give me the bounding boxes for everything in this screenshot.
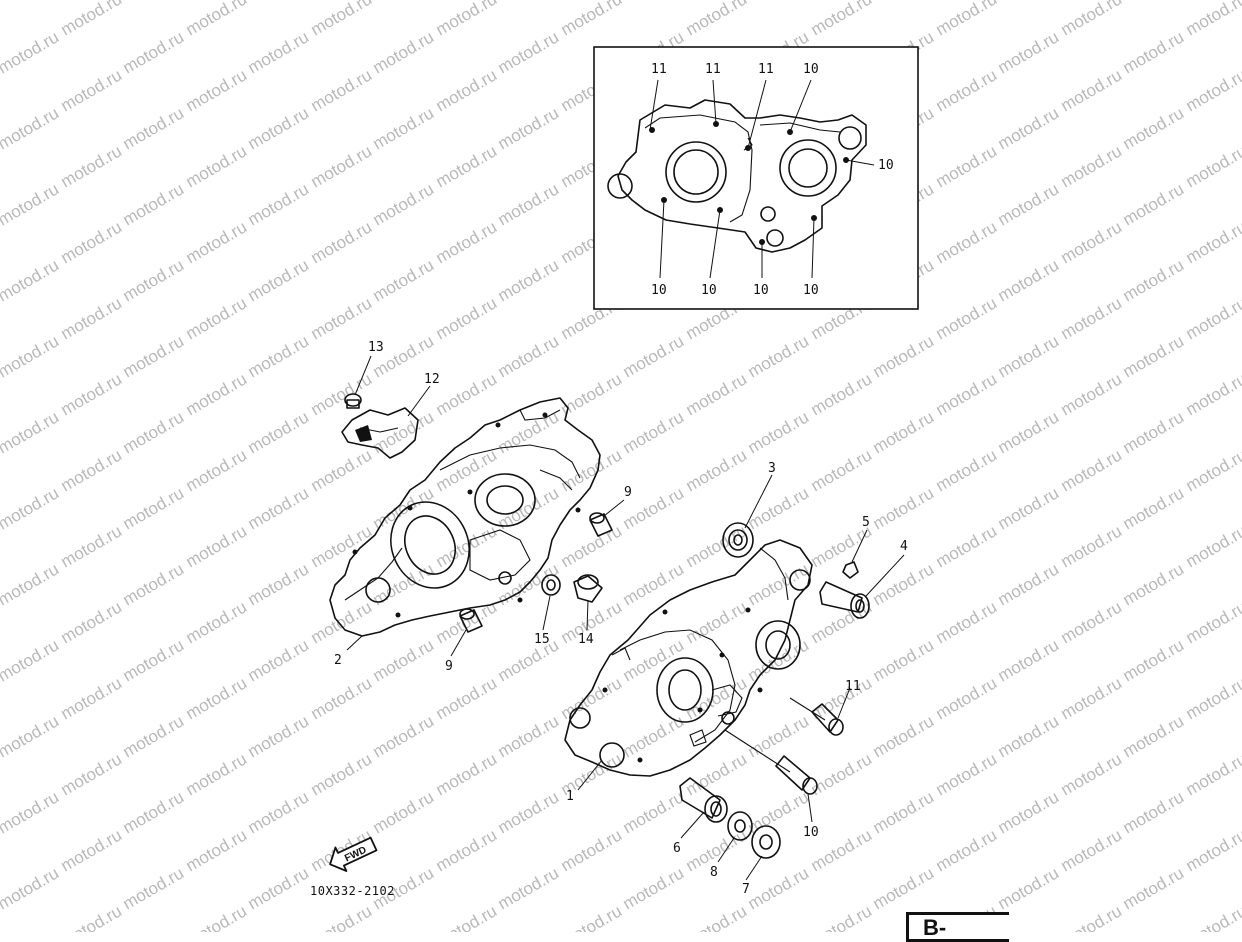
clip-part-5 <box>843 562 858 578</box>
dowel-part-9-lower <box>460 609 482 632</box>
callout-14: 14 <box>578 632 594 647</box>
forward-arrow-icon: FWD <box>325 832 379 876</box>
callout-12: 12 <box>424 372 440 387</box>
inset-callout-10-b4: 10 <box>803 283 819 298</box>
callout-8: 8 <box>710 865 718 880</box>
callout-4: 4 <box>900 539 908 554</box>
inset-callout-10-top: 10 <box>803 62 819 77</box>
page-badge-text: B- <box>923 915 946 941</box>
callout-1: 1 <box>566 789 574 804</box>
inset-callout-10-b1: 10 <box>651 283 667 298</box>
bearing-part-3 <box>723 523 753 557</box>
bolt-part-11 <box>790 698 843 735</box>
inset-callout-10-b2: 10 <box>701 283 717 298</box>
callout-5: 5 <box>862 515 870 530</box>
bolt-part-10 <box>725 730 817 794</box>
callout-9-lower: 9 <box>445 659 453 674</box>
callout-6: 6 <box>673 841 681 856</box>
inset-detail: 11 11 11 10 10 10 10 10 10 <box>594 47 918 309</box>
washer-part-7 <box>752 826 780 858</box>
washer-part-15 <box>542 575 560 595</box>
crankcase-left-part-2 <box>330 398 600 636</box>
inset-callout-10-right: 10 <box>878 158 894 173</box>
collar-part-6 <box>680 778 727 822</box>
leader-lines <box>347 356 904 880</box>
inset-callout-11-c: 11 <box>758 62 774 77</box>
bracket-part-12 <box>342 408 418 458</box>
callout-11: 11 <box>845 679 861 694</box>
inset-callout-11-b: 11 <box>705 62 721 77</box>
dowel-part-9-upper <box>590 513 612 536</box>
callout-15: 15 <box>534 632 550 647</box>
callout-7: 7 <box>742 882 750 897</box>
washer-part-8 <box>728 812 752 840</box>
callout-3: 3 <box>768 461 776 476</box>
plug-part-14 <box>574 575 602 602</box>
fwd-label: FWD <box>343 845 368 865</box>
callout-13: 13 <box>368 340 384 355</box>
callout-9-upper: 9 <box>624 485 632 500</box>
callout-2: 2 <box>334 653 342 668</box>
inset-callout-10-b3: 10 <box>753 283 769 298</box>
diagram-code: 10X332-2102 <box>310 884 395 898</box>
callout-10: 10 <box>803 825 819 840</box>
collar-part-4 <box>820 582 869 618</box>
bolt-part-13 <box>345 394 361 408</box>
page-badge: B- <box>906 912 1009 942</box>
crankcase-right-part-1 <box>565 540 812 776</box>
inset-callout-11-a: 11 <box>651 62 667 77</box>
